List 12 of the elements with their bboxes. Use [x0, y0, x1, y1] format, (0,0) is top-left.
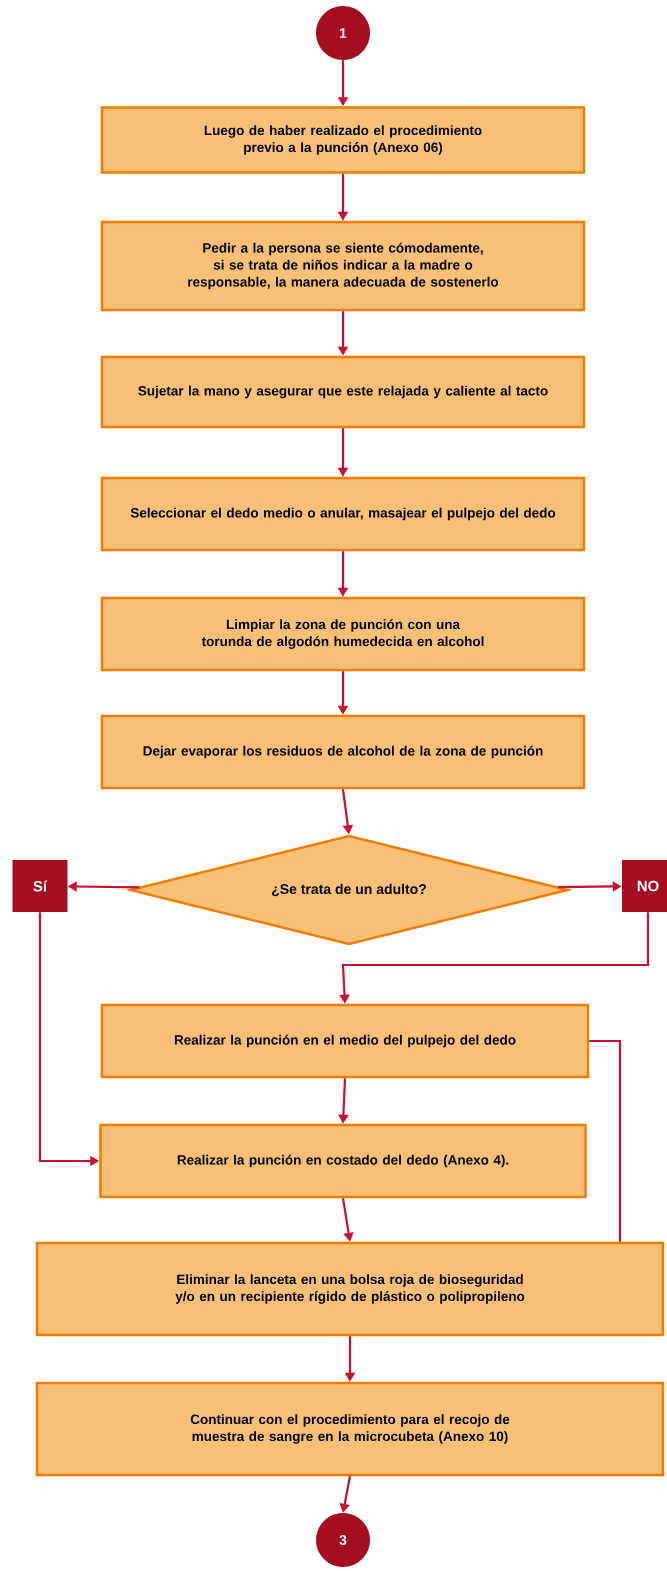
process-box: Dejar evaporar los residuos de alcohol de la zona de punción [100, 714, 586, 790]
process-box: Realizar la punción en el medio del pulpejo del dedo [100, 1003, 590, 1079]
process-box: Realizar la punción en costado del dedo (Anexo 4). [99, 1123, 587, 1199]
process-box: Seleccionar el dedo medio o anular, masajear el pulpejo del dedo [100, 476, 586, 552]
process-box: Eliminar la lanceta en una bolsa roja de bioseguridad y/o en un recipiente rígido de plástico o polipropileno [35, 1241, 665, 1337]
process-box: Pedir a la persona se siente cómodamente, si se trata de niños indicar a la madre o responsable, la manera adecuada de sostenerlo [100, 220, 586, 312]
answer-box: NO [622, 860, 667, 912]
process-box: Sujetar la mano y asegurar que este relajada y caliente al tacto [100, 355, 586, 429]
answer-box: Sí [12, 860, 68, 912]
process-box: Limpiar la zona de punción con una torunda de algodón humedecida en alcohol [100, 596, 586, 672]
process-box: Luego de haber realizado el procedimiento previo a la punción (Anexo 06) [100, 106, 586, 174]
process-box: Continuar con el procedimiento para el recojo de muestra de sangre en la microcubeta (Anexo 10) [35, 1381, 665, 1477]
